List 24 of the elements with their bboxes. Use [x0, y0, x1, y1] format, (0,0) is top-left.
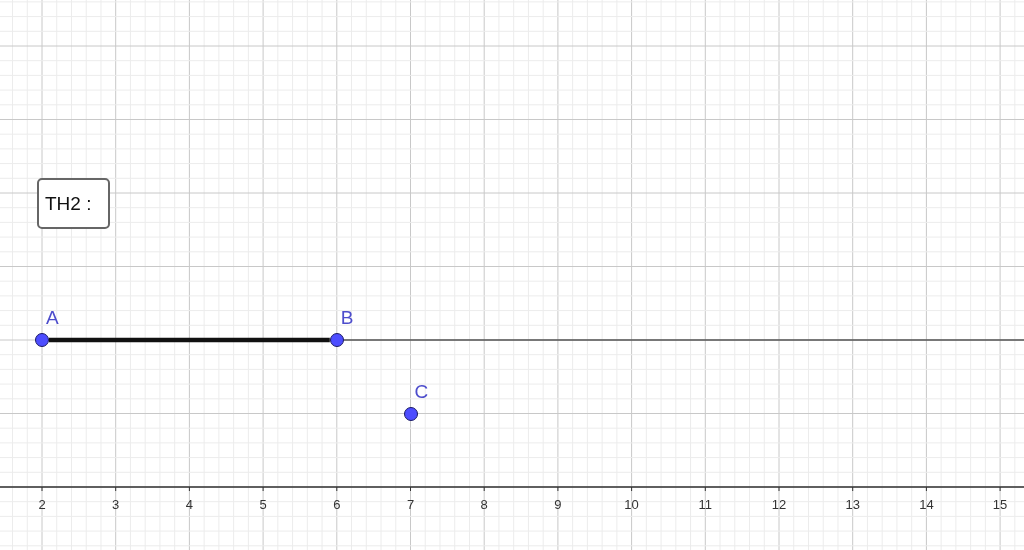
- point-marker: [35, 333, 49, 347]
- axis-tick-label: 15: [992, 498, 1008, 511]
- axis-tick-label: 6: [333, 498, 341, 511]
- axis-tick-label: 9: [554, 498, 562, 511]
- axis-tick-label: 2: [38, 498, 46, 511]
- ray-line: [343, 339, 1024, 341]
- box-text: TH2 :: [45, 192, 92, 215]
- axis-tick-label: 12: [771, 498, 787, 511]
- point-marker: [403, 406, 418, 421]
- axis-tick-label: 11: [698, 498, 713, 511]
- text-box: [37, 178, 110, 229]
- axis-tick-label: 13: [845, 498, 860, 511]
- point-marker: [329, 333, 344, 347]
- axis-tick-label: 3: [112, 498, 120, 511]
- axis-tick-label: 10: [624, 498, 639, 511]
- point-label: B: [340, 308, 354, 327]
- axis-tick-label: 7: [406, 498, 415, 511]
- axis-tick-label: 8: [480, 498, 488, 511]
- axis-tick-label: 14: [919, 498, 934, 511]
- point-label: C: [414, 381, 429, 401]
- line-segment: [49, 337, 330, 343]
- axis-tick-label: 4: [185, 498, 193, 511]
- axis-tick-label: 5: [259, 498, 267, 511]
- point-label: A: [46, 308, 59, 327]
